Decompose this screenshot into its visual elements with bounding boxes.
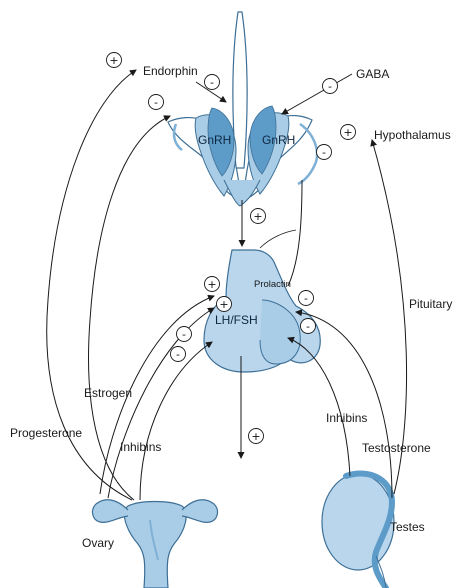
- svg-text:+: +: [253, 210, 262, 223]
- hypothalamus-label: Hypothalamus: [374, 128, 451, 142]
- svg-text:-: -: [304, 292, 308, 305]
- sign-minus-endorphin: -: [205, 75, 220, 90]
- gaba-arrow: [282, 74, 352, 114]
- sign-plus-pituitary-lower: +: [217, 297, 232, 312]
- hypothalamus-structure: [168, 12, 317, 206]
- endorphin-label: Endorphin: [143, 64, 198, 78]
- sign-plus-gnrh: +: [251, 209, 266, 224]
- svg-text:-: -: [328, 80, 332, 93]
- sign-plus-lhfsh-output: +: [249, 429, 264, 444]
- svg-text:-: -: [176, 348, 180, 361]
- testis: [322, 474, 394, 570]
- svg-text:-: -: [306, 320, 310, 333]
- gnrh-right-label: GnRH: [262, 133, 295, 147]
- testosterone-label: Testosterone: [362, 441, 431, 455]
- left-tube: [93, 500, 128, 523]
- prolactin-feedback-line: [288, 180, 302, 286]
- lh-fsh-label: LH/FSH: [215, 313, 258, 327]
- prolactin-label: Prolactin: [254, 279, 291, 290]
- pituitary-label: Pituitary: [409, 297, 452, 311]
- svg-text:-: -: [322, 146, 326, 159]
- testes-label: Testes: [390, 520, 425, 534]
- svg-text:+: +: [109, 54, 118, 67]
- gnrh-left-label: GnRH: [198, 133, 231, 147]
- gaba-label: GABA: [356, 67, 389, 81]
- svg-text:+: +: [251, 430, 260, 443]
- estrogen-label: Estrogen: [84, 386, 132, 400]
- svg-text:-: -: [182, 328, 186, 341]
- svg-text:-: -: [210, 76, 214, 89]
- sign-minus-estrogen: -: [149, 95, 164, 110]
- ovary-label: Ovary: [82, 536, 114, 550]
- sign-minus-pituitary-left-upper: -: [177, 327, 192, 342]
- svg-text:-: -: [154, 96, 158, 109]
- inhibins-right-label: Inhibins: [326, 411, 367, 425]
- svg-text:+: +: [219, 298, 228, 311]
- inhibins-left-label: Inhibins: [120, 440, 161, 454]
- sign-minus-pituitary-right-lower: -: [301, 319, 316, 334]
- sign-minus-prolactin: -: [317, 145, 332, 160]
- sign-minus-pituitary-right-upper: -: [299, 291, 314, 306]
- sign-plus-progesterone: +: [107, 53, 122, 68]
- sign-plus-pituitary-upper: +: [205, 277, 220, 292]
- testes-organ: [322, 474, 394, 588]
- svg-text:+: +: [207, 278, 216, 291]
- sign-minus-pituitary-left-lower: -: [171, 347, 186, 362]
- sign-minus-gaba: -: [323, 79, 338, 94]
- sign-plus-testosterone: +: [341, 125, 356, 140]
- inhibins-left-line: [140, 342, 212, 500]
- right-tube: [182, 500, 217, 523]
- svg-text:+: +: [343, 126, 352, 139]
- progesterone-label: Progesterone: [10, 426, 82, 440]
